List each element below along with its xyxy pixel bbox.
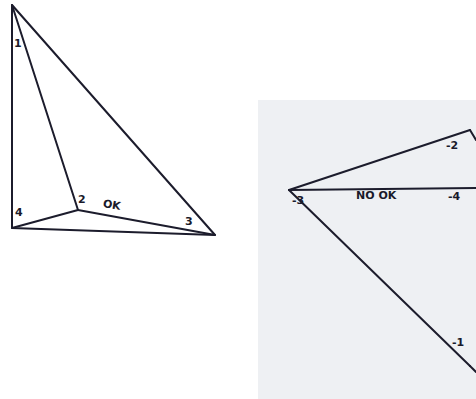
- inner-line: [78, 210, 215, 235]
- right-figure-edge: [470, 130, 476, 140]
- left-triangle: [12, 5, 215, 235]
- angle-label: -4: [448, 191, 460, 202]
- angle-label: 3: [185, 216, 193, 227]
- angle-label: -2: [446, 140, 458, 151]
- angle-label: 2: [78, 194, 86, 205]
- angle-label: 1: [14, 38, 22, 49]
- angle-label: NO OK: [356, 190, 396, 201]
- angle-label: -3: [292, 195, 304, 206]
- paper-background: [258, 100, 476, 399]
- right-figure-edge: [289, 130, 470, 190]
- angle-label: -1: [452, 337, 464, 348]
- angle-label: 4: [15, 207, 23, 218]
- angle-label: OK: [102, 198, 122, 212]
- right-figure-edge: [289, 190, 470, 366]
- inner-line: [12, 5, 78, 210]
- right-figure-edge: [470, 366, 476, 372]
